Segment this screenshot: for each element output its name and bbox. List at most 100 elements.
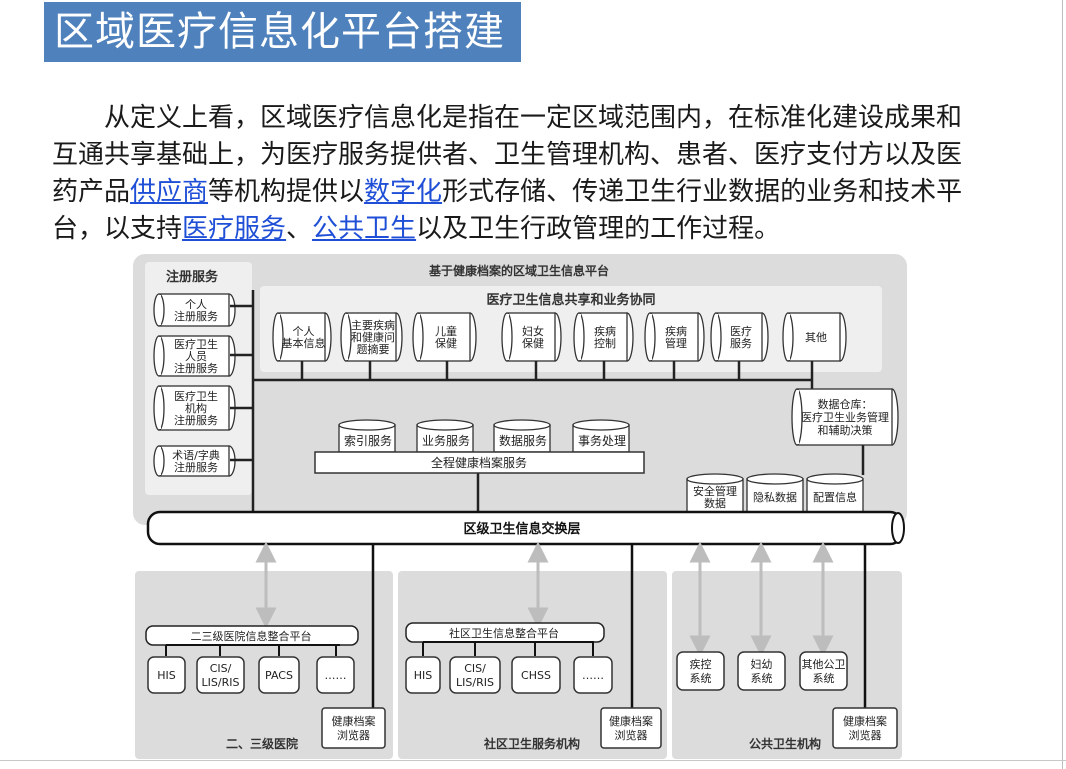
link-medical-service[interactable]: 医疗服务 [182,214,287,244]
title-banner [44,2,521,62]
health-record-browser-label: 浏览器 [337,728,370,742]
health-record-browser-label: 健康档案 [843,714,887,728]
data-warehouse-label: 和辅助决策 [818,423,873,437]
paragraph-line-4: 台，以支持医疗服务、公共卫生以及卫生行政管理的工作过程。 [52,211,1012,248]
hospital-system-box: …… [316,656,355,694]
community-system-box: CIS/LIS/RIS [449,656,501,694]
community-system-box-label: CHSS [521,669,551,682]
registration-service-label: 医疗卫生 [174,389,218,403]
registration-service-label: 人员 [185,350,207,363]
sharing-service-item [501,312,562,362]
text-segment: 、 [286,214,313,244]
paragraph-line-3: 药产品供应商等机构提供以数字化形式存储、传递卫生行业数据的业务和技术平 [52,174,1012,211]
registration-service-label: 注册服务 [174,361,218,375]
text-segment: 等机构提供以 [208,177,365,207]
hospital-label: 二、三级医院 [226,736,298,751]
sharing-title: 医疗卫生信息共享和业务协同 [486,292,655,308]
sharing-service-label: 主要疾病 [351,318,395,332]
hospital-system-box-label: LIS/RIS [202,676,240,689]
community-system-box-label: HIS [414,669,433,682]
community-system-box-label: …… [582,669,604,682]
sharing-service-item [573,312,634,362]
page-title: 区域医疗信息化平台搭建 [54,9,505,55]
public-health-system-box-label: 系统 [690,672,712,685]
hospital-system-box: CIS/LIS/RIS [196,656,245,694]
sharing-service-label: 题摘要 [357,342,390,356]
registration-title: 注册服务 [166,269,219,285]
sharing-service-label: 保健 [522,336,544,350]
sharing-service-label: 医疗 [730,324,752,338]
sharing-service-label: 控制 [594,336,616,350]
registration-service-label: 机构 [185,401,207,415]
service-cylinder-label: 索引服务 [344,433,392,448]
sharing-service-label: 个人 [293,325,315,338]
sharing-service-item [272,312,332,362]
registration-service-label: 术语/字典 [172,448,220,462]
text-segment: 台，以支持 [52,214,183,244]
sharing-service-label: 儿童 [435,324,457,338]
registration-service-label: 注册服务 [174,460,218,474]
security-data-cylinder [806,473,864,513]
exchange-layer-cap [891,512,905,544]
registration-service-item [153,293,236,327]
registration-service-item [153,385,236,431]
hospital-system-box-label: HIS [157,669,176,682]
security-data-label: 数据 [704,496,726,510]
hospital-system-box: PACS [258,656,300,694]
hospital-system-box-label: CIS/ [210,662,232,675]
security-data-label: 安全管理 [693,484,737,498]
public-health-system-box-label: 妇幼 [751,658,773,671]
health-record-browser-label: 健康档案 [609,714,653,728]
text-segment: 以及卫生行政管理的工作过程。 [416,214,781,244]
sharing-service-item [644,312,705,362]
community-system-box: CHSS [511,656,561,694]
security-data-label: 配置信息 [813,490,857,504]
public-health-system-box-label: 系统 [751,672,773,685]
health-record-browser-label: 浏览器 [849,728,882,742]
exchange-layer-label: 区级卫生信息交换层 [463,521,580,537]
registration-service-item [153,335,236,377]
service-cylinder [416,419,474,453]
link-supplier[interactable]: 供应商 [130,177,209,207]
security-data-cylinder [746,473,804,513]
sharing-service-label: 和健康问 [351,330,395,344]
sharing-service-item [710,312,769,362]
health-record-browser-label: 浏览器 [615,728,648,742]
public-health-system-box-label: 系统 [813,672,835,685]
health-record-browser-label: 健康档案 [332,714,376,728]
registration-service-label: 个人 [185,298,207,311]
ehr-service-bar [314,451,645,474]
community-system-box-label: LIS/RIS [456,676,494,689]
slide-bottom-edge [0,760,1066,761]
service-cylinder-label: 业务服务 [422,433,470,448]
sharing-service-label: 疾病 [665,324,687,338]
hospital-system-box: HIS [147,656,186,694]
sharing-service-label: 管理 [665,336,687,350]
sharing-service-item [782,312,847,362]
slide-edge [1062,0,1063,769]
community-system-box-label: CIS/ [464,662,486,675]
security-data-cylinder [686,473,744,513]
paragraph-line-1: 从定义上看，区域医疗信息化是指在一定区域范围内，在标准化建设成果和 [104,103,963,133]
public-health-system-box-label: 疾控 [690,657,712,671]
service-cylinder [493,419,551,453]
link-digital[interactable]: 数字化 [364,177,443,207]
sharing-service-label: 基本信息 [282,336,326,350]
hospital-system-box-label: PACS [265,669,293,682]
link-public-health[interactable]: 公共卫生 [312,214,417,244]
sharing-service-label: 其他 [805,331,827,344]
community-label: 社区卫生服务机构 [483,736,580,751]
definition-paragraph: 从定义上看，区域医疗信息化是指在一定区域范围内，在标准化建设成果和 互通共享基础… [52,100,1012,248]
sharing-service-label: 妇女 [522,324,544,338]
sharing-service-label: 保健 [435,336,457,350]
sharing-service-item [412,312,477,362]
hospital-platform-label: 二三级医院信息整合平台 [191,629,312,643]
registration-service-label: 注册服务 [174,413,218,427]
public-health-system-box-label: 其他公卫 [802,658,846,671]
